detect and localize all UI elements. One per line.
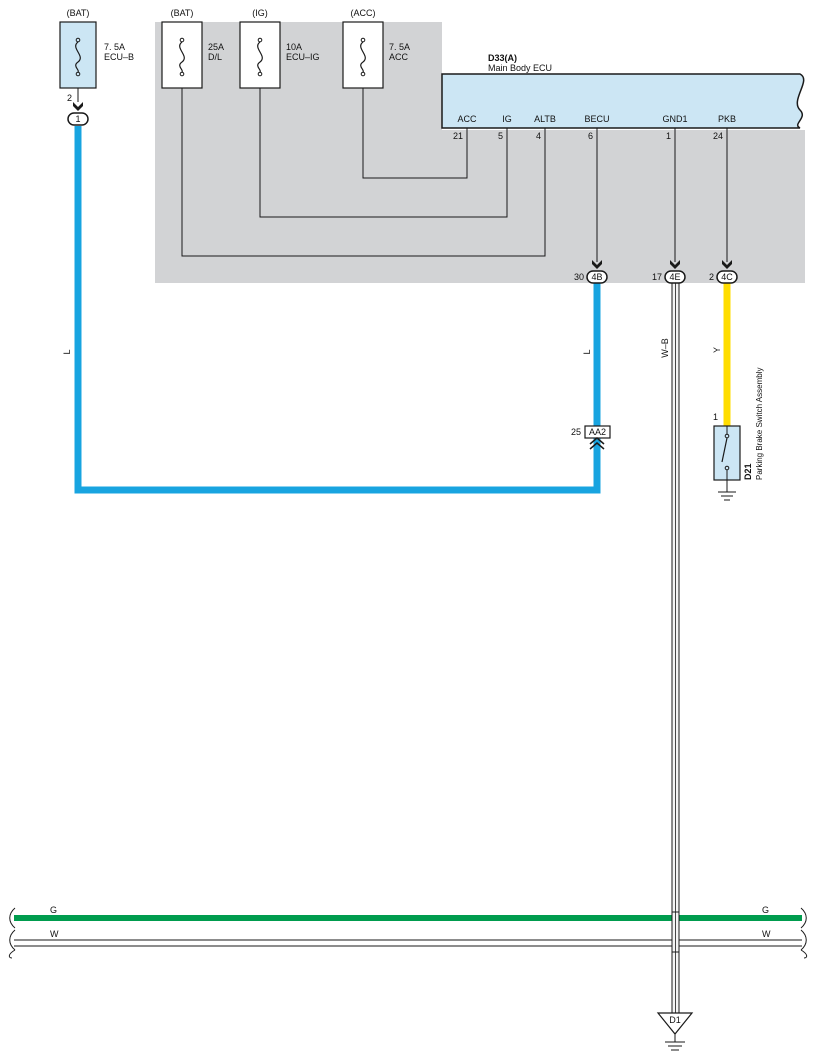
- bus-wire-w: [14, 939, 802, 947]
- parking-brake-switch: 1 D21 Parking Brake Switch Assembly: [713, 368, 764, 492]
- connector-4c: 2 4C: [709, 270, 738, 284]
- ground-d1: D1: [656, 1012, 694, 1051]
- bus-label-w-right: W: [762, 929, 771, 939]
- bus-break-left: [8, 907, 16, 959]
- connector-4e: 17 4E: [652, 270, 686, 284]
- fuse-source-label: (IG): [252, 8, 268, 18]
- wire-wb: [671, 282, 680, 1014]
- bus-break-right: [800, 907, 808, 959]
- switch-code: D21: [743, 463, 753, 480]
- bus-label-w-left: W: [50, 929, 59, 939]
- ground-code: D1: [669, 1015, 681, 1025]
- wire-l-left: [74, 126, 601, 494]
- fuse-rating: 7. 5A: [104, 42, 125, 52]
- fuse-source-label: (BAT): [67, 8, 90, 18]
- fuse-name: D/L: [208, 52, 222, 62]
- fuse-rating: 7. 5A: [389, 42, 410, 52]
- switch-pin: 1: [713, 412, 718, 422]
- junction-code: AA2: [589, 427, 606, 437]
- internal-wires: [181, 88, 546, 257]
- ecu-pin-21: 21: [453, 131, 463, 141]
- fuse1-pin: 2: [67, 93, 72, 103]
- bus-label-g-left: G: [50, 905, 57, 915]
- connector-code: 4B: [591, 272, 602, 282]
- bus-label-g-right: G: [762, 905, 769, 915]
- fuse-source-label: (BAT): [171, 8, 194, 18]
- ground-symbol-switch: [718, 491, 736, 501]
- ecu-terminal-ig: IG: [502, 114, 512, 124]
- ecu-shade-region: [155, 22, 805, 283]
- ecu-pin-6: 6: [588, 131, 593, 141]
- switch-name: Parking Brake Switch Assembly: [755, 368, 764, 481]
- fuse1-chevron-icon: [73, 102, 83, 111]
- ecu-pin-4: 4: [536, 131, 541, 141]
- fuse-source-label: (ACC): [351, 8, 376, 18]
- fuse-name: ECU–B: [104, 52, 134, 62]
- ecu-code: D33(A): [488, 53, 517, 63]
- connector-1: [67, 112, 89, 126]
- fuse-rating: 10A: [286, 42, 302, 52]
- connector-pin: 17: [652, 272, 662, 282]
- ecu-terminal-acc: ACC: [457, 114, 477, 124]
- ecu-name: Main Body ECU: [488, 63, 552, 73]
- fuse-ecu-b: (BAT) 7. 5A ECU–B: [59, 8, 134, 89]
- ecu-pin-1: 1: [666, 131, 671, 141]
- ecu-terminal-pkb: PKB: [718, 114, 736, 124]
- fuse-name: ACC: [389, 52, 409, 62]
- connector-pin: 2: [709, 272, 714, 282]
- wire-label-l-left: L: [62, 349, 72, 354]
- connector-code: 4E: [669, 272, 680, 282]
- ecu-terminal-altb: ALTB: [534, 114, 556, 124]
- connector-code: 4C: [721, 272, 733, 282]
- connector-1-label: 1: [75, 114, 80, 124]
- ecu-terminal-becu: BECU: [584, 114, 609, 124]
- ecu-terminal-gnd1: GND1: [662, 114, 687, 124]
- wire-label-wb: W–B: [660, 338, 670, 358]
- connector-pin: 30: [574, 272, 584, 282]
- ecu-terminal-lines: [466, 128, 728, 262]
- fuse-name: ECU–IG: [286, 52, 320, 62]
- wire-label-l-mid: L: [582, 349, 592, 354]
- ecu-pin-24: 24: [713, 131, 723, 141]
- wire-label-y: Y: [712, 347, 722, 353]
- connector-4b: 30 4B: [574, 270, 608, 284]
- junction-pin: 25: [571, 427, 581, 437]
- fuse-ecu-ig: (IG) 10A ECU–IG: [239, 8, 320, 89]
- ecu-pin-5: 5: [498, 131, 503, 141]
- junction-aa2: 25 AA2: [571, 425, 611, 450]
- fuse-rating: 25A: [208, 42, 224, 52]
- main-body-ecu: D33(A) Main Body ECU ACC IG ALTB BECU GN…: [441, 53, 805, 129]
